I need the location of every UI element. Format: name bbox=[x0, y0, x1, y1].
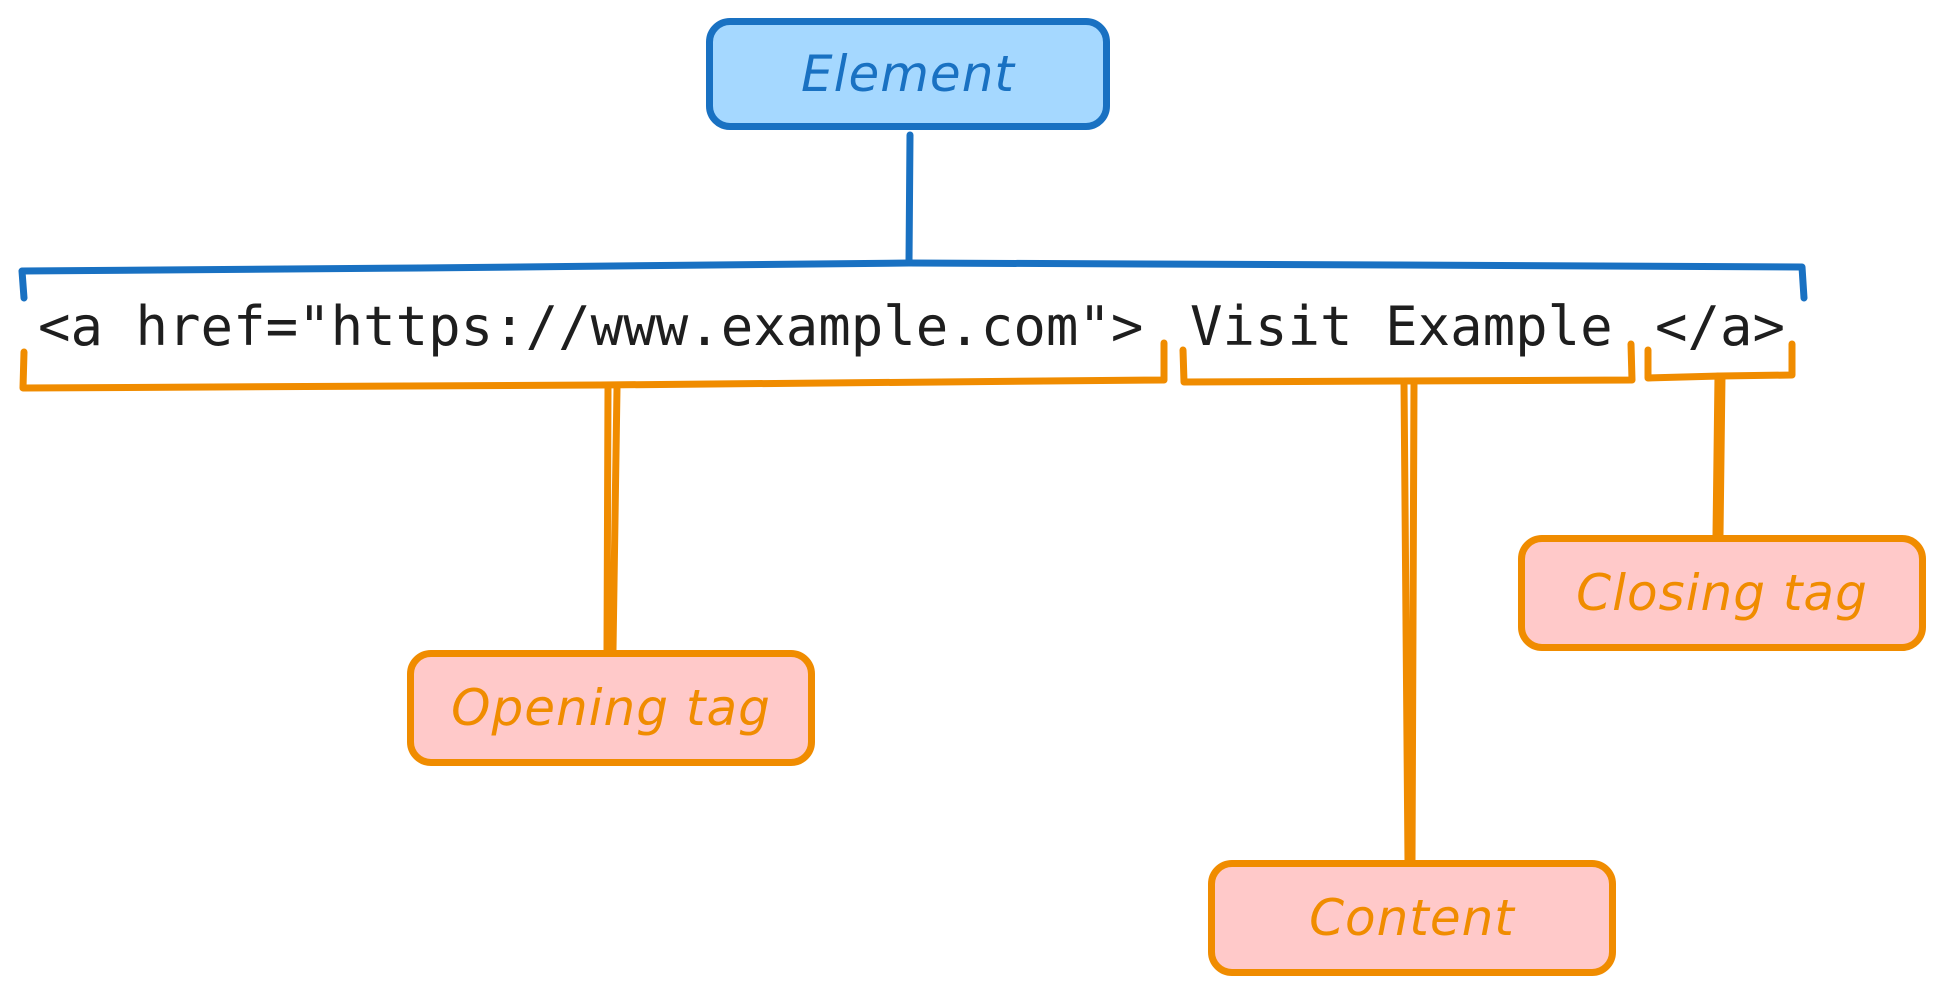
opening-tag-label: Opening tag bbox=[451, 679, 771, 737]
element-label: Element bbox=[800, 45, 1015, 103]
content-label: Content bbox=[1309, 889, 1515, 947]
code-opening-tag: <a href="https://www.example.com"> bbox=[38, 295, 1144, 358]
content-bracket bbox=[1179, 340, 1636, 386]
content-box: Content bbox=[1208, 860, 1616, 976]
closing-tag-box: Closing tag bbox=[1518, 535, 1926, 651]
element-box: Element bbox=[706, 18, 1110, 130]
opening-tag-connector bbox=[603, 384, 621, 654]
element-connector-line bbox=[905, 131, 914, 266]
opening-tag-box: Opening tag bbox=[407, 650, 815, 766]
opening-tag-bracket bbox=[19, 339, 1168, 392]
content-connector bbox=[1400, 378, 1418, 866]
code-content: Visit Example bbox=[1190, 295, 1613, 358]
code-closing-tag: </a> bbox=[1655, 295, 1786, 358]
closing-tag-connector bbox=[1712, 372, 1726, 539]
closing-tag-label: Closing tag bbox=[1576, 564, 1868, 622]
element-bracket bbox=[18, 259, 1808, 302]
